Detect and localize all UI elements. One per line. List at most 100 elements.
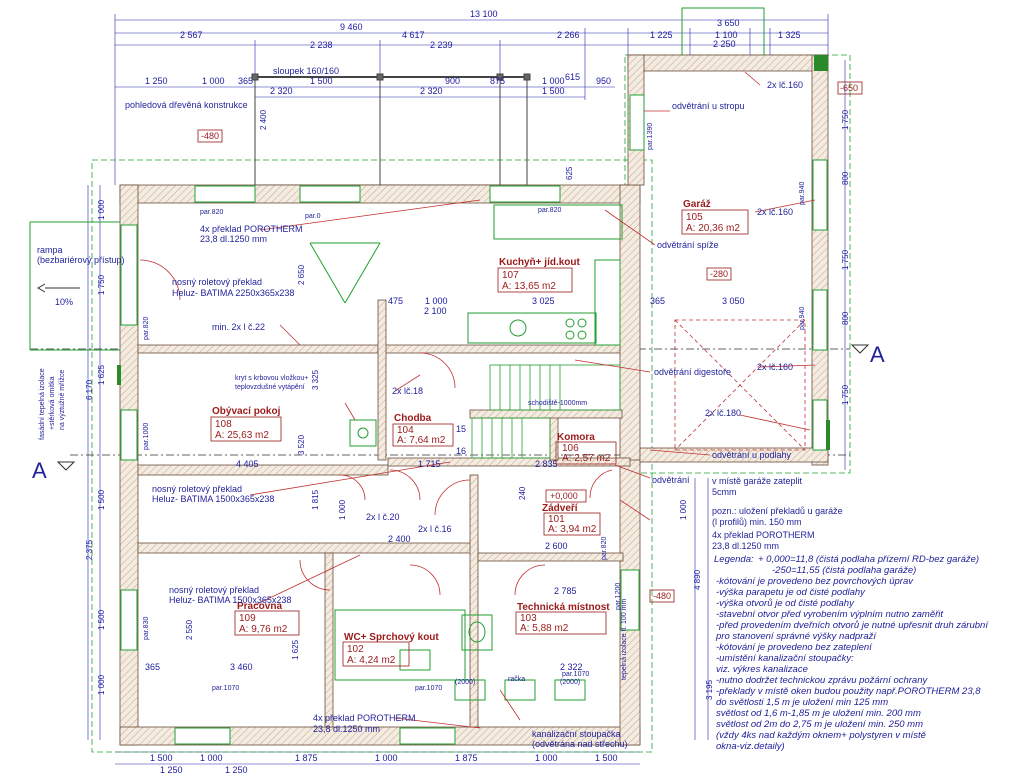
dim-right: 1 000 (679, 499, 688, 520)
level-garage: -280 (710, 269, 728, 279)
dim-inner: 4 405 (236, 459, 259, 469)
label-lc18: 2x lč.18 (392, 386, 423, 396)
dim-inner: 3 050 (722, 296, 745, 306)
label-preklad-top: 4x překlad POROTHERM (200, 224, 303, 234)
label-rampa-2: (bezbariérový přístup) (37, 255, 125, 265)
par-label: par.1000 (143, 423, 150, 450)
dim-right: 1 750 (841, 109, 850, 130)
room-area: A: 25,63 m2 (215, 430, 269, 441)
legend-item: -kótování je provedeno bez zateplení (716, 642, 873, 653)
room-chodba: Chodba 104 A: 7,64 m2 (392, 413, 454, 447)
room-number: 104 (397, 425, 414, 436)
label-d2000b: (2000) (560, 679, 580, 686)
legend-item: viz. výkres kanalizace (716, 664, 808, 675)
stair-number: 16 (456, 446, 466, 456)
legend-item: světlost od 1,6 m-1,85 m je uložení min.… (716, 708, 921, 719)
legend: Legenda: + 0,000=11,8 (čistá podlaha pří… (714, 554, 989, 752)
label-tech-wall: tepelná izolace tl. 100 mm (621, 599, 628, 680)
legend-item: (vždy 4ks nad každým oknem+ polystyren v… (716, 730, 926, 741)
legend-item: + 0,000=11,8 (čistá podlaha přízemí RD-b… (758, 554, 979, 565)
legend-item: -kótování je provedeno bez povrchových ú… (716, 576, 914, 587)
dim-inner: 365 (145, 662, 160, 672)
label-fasadni-3: na výztužné mřížce (59, 370, 66, 430)
label-kanal-2: (odvětrána nad střechu) (532, 739, 628, 749)
dim-left: 2 375 (85, 539, 94, 560)
dim-right: 4 890 (693, 569, 702, 590)
label-rampa: rampa (37, 245, 63, 255)
room-number: 101 (548, 514, 565, 525)
room-obyvaci-pokoj: Obývací pokoj 108 A: 25,63 m2 (210, 406, 282, 442)
label-sloupek: sloupek 160/160 (273, 66, 339, 76)
label-d2000a: (2000) (455, 679, 475, 686)
dim-right: 800 (841, 171, 850, 185)
room-number: 109 (239, 613, 256, 624)
kitchen-furniture (309, 204, 623, 346)
room-name: Kuchyň+ jíd.kout (499, 257, 581, 268)
label-zateplit: v místě garáže zateplit (712, 476, 803, 486)
room-name: Garáž (683, 199, 711, 210)
dim-inner: 3 025 (532, 296, 555, 306)
section-a-right: A (870, 342, 885, 367)
room-area: A: 7,64 m2 (397, 435, 446, 446)
room-number: 102 (347, 644, 364, 655)
room-pracovna: Pracovna 109 A: 9,76 m2 (234, 601, 300, 636)
level-house: +0,000 (550, 491, 578, 501)
dim-top: 2 567 (180, 30, 203, 40)
room-wc: WC+ Sprchový kout 102 A: 4,24 m2 (342, 632, 439, 667)
label-odv-strop: odvětrání u stropu (672, 101, 745, 111)
dim-left: 1 625 (97, 364, 106, 385)
room-name: Technická místnost (517, 602, 610, 613)
level-terrace: -480 (201, 131, 219, 141)
label-fasadni-2: +stěrková omítka (49, 376, 56, 430)
room-name: Pracovna (237, 601, 282, 612)
dim-row4: 1 250 (145, 76, 168, 86)
room-area: A: 3,94 m2 (548, 524, 597, 535)
dim-inner: 3 460 (230, 662, 253, 672)
label-nosny2: nosný roletový překlad (152, 484, 242, 494)
room-area: A: 5,88 m2 (520, 623, 569, 634)
dim-inner: 1 000 (425, 296, 448, 306)
par-label: par.940 (799, 307, 806, 330)
label-odv-digestore: odvětrání digestoře (654, 367, 731, 377)
label-odv-podlahy: odvětrání u podlahy (712, 450, 792, 460)
label-prekl-right-2: 23,8 dl.1250 mm (712, 541, 779, 551)
legend-item: pro stanovení správné výšky nadpraží (715, 631, 877, 642)
dim-row4: 365 (238, 76, 253, 86)
dim-left: 1 000 (97, 674, 106, 695)
garage-door (674, 319, 806, 451)
dim-inner: 3 520 (297, 434, 306, 455)
room-number: 103 (520, 613, 537, 624)
label-nosny2-2: Heluz- BATIMA 1500x365x238 (152, 494, 274, 504)
dim-top: 4 617 (402, 30, 425, 40)
room-name: Komora (557, 432, 595, 443)
dim-left: 1 000 (97, 199, 106, 220)
dim-top: 2 250 (713, 39, 736, 49)
section-markers (56, 344, 870, 471)
legend-item: do světlosti 1,5 m je uložení min 125 mm (716, 697, 888, 708)
dim-total: 13 100 (470, 9, 498, 19)
dim-row4: 1 500 (310, 76, 333, 86)
par-label: par.820 (538, 207, 561, 214)
dim-inner: 1 715 (418, 459, 441, 469)
room-name: WC+ Sprchový kout (344, 632, 439, 643)
dim-row4: 615 (565, 72, 580, 82)
par-label: par.1200 (615, 583, 622, 610)
dim-row4: 900 (445, 76, 460, 86)
room-number: 107 (502, 270, 519, 281)
room-komora: Komora 106 A: 2,57 m2 (555, 432, 617, 465)
windows (120, 94, 828, 745)
label-lc160a: 2x lč.160 (767, 80, 803, 90)
legend-item: -výška otvorů je od čisté podlahy (716, 598, 855, 609)
room-area: A: 4,24 m2 (347, 655, 396, 666)
label-slope: 10% (55, 297, 73, 307)
dim-top: 1 225 (650, 30, 673, 40)
dim-row5: 2 320 (420, 86, 443, 96)
legend-item: -stavební otvor před vyrobením výplním n… (716, 609, 943, 620)
label-pozn-2: (l profilů) min. 150 mm (712, 517, 802, 527)
dim-row5: 1 500 (542, 86, 565, 96)
legend-item: -před provedením dveřních otvorů je nutn… (716, 620, 989, 631)
pergola (251, 73, 531, 186)
room-number: 106 (562, 443, 579, 454)
room-number: 108 (215, 419, 232, 430)
label-odv-spize: odvětrání spíže (657, 240, 719, 250)
